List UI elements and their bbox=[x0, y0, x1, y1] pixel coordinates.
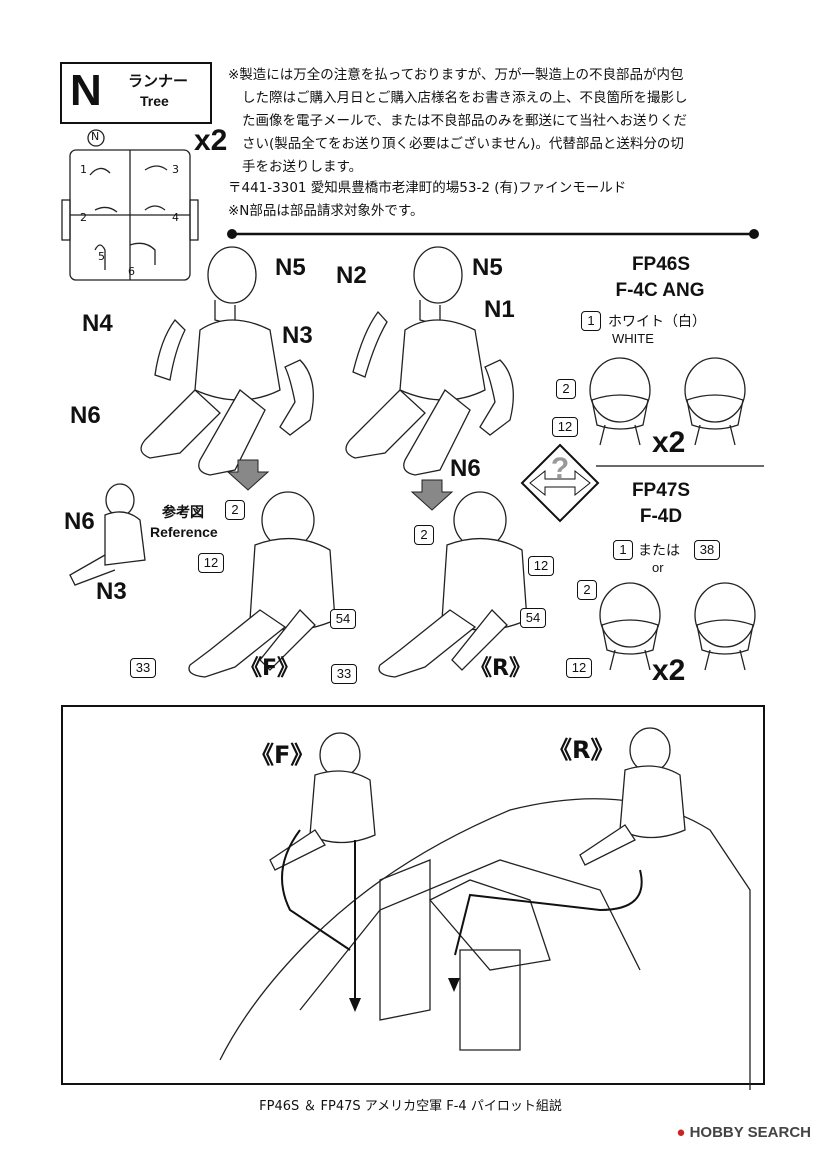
cockpit-rear-tag: 《R》 bbox=[548, 736, 615, 764]
fp46s-color-jp: ホワイト（白） bbox=[608, 314, 706, 330]
rear-part-54: 54 bbox=[520, 608, 546, 628]
sprue-part-2: 2 bbox=[80, 211, 87, 224]
defect-notice: ※製造には万全の注意を払っておりますが、万が一製造上の不良部品が内包 した際はご… bbox=[228, 64, 758, 179]
runner-sprue-drawing bbox=[61, 129, 199, 281]
fp46s-part-1: 1 bbox=[581, 311, 601, 331]
company-address: 〒441-3301 愛知県豊橋市老津町的場53-2 (有)ファインモールド bbox=[228, 180, 627, 196]
cockpit-drawing bbox=[219, 727, 751, 1090]
reference-figure bbox=[69, 483, 146, 586]
helmet-fp47s-left bbox=[599, 582, 661, 671]
sprue-part-5: 5 bbox=[98, 250, 105, 263]
fp46s-model: F-4C ANG bbox=[615, 280, 705, 301]
label-n5-middle: N5 bbox=[472, 254, 503, 281]
helmet-fp46s-left bbox=[589, 357, 651, 446]
sprue-part-3: 3 bbox=[172, 163, 179, 176]
down-arrow-left bbox=[226, 459, 270, 491]
question-diamond-icon: ? bbox=[520, 443, 600, 523]
label-n2-middle: N2 bbox=[336, 262, 367, 289]
fp46s-color-en: WHITE bbox=[612, 331, 654, 346]
watermark-logo: ● HOBBY SEARCH bbox=[676, 1124, 811, 1141]
fp47s-part-1: 1 bbox=[613, 540, 633, 560]
reference-title-en: Reference bbox=[150, 524, 218, 540]
fp47s-part-2: 2 bbox=[577, 580, 597, 600]
label-n1-middle: N1 bbox=[484, 296, 515, 323]
cockpit-front-tag: 《F》 bbox=[250, 741, 315, 769]
down-arrow-middle bbox=[410, 479, 454, 511]
sprue-part-1: 1 bbox=[80, 163, 87, 176]
runner-label-jp: ランナー bbox=[128, 72, 189, 90]
fp47s-code: FP47S bbox=[631, 480, 691, 501]
assembled-pilot-front bbox=[188, 491, 336, 678]
assembled-pilot-rear bbox=[378, 491, 528, 678]
sprue-part-4: 4 bbox=[172, 211, 179, 224]
runner-label-en: Tree bbox=[140, 93, 169, 109]
label-n4-left: N4 bbox=[82, 310, 113, 337]
label-n6-middle: N6 bbox=[450, 455, 481, 482]
pilot-figure-middle bbox=[345, 246, 514, 476]
rear-part-12: 12 bbox=[528, 556, 554, 576]
label-n5-left: N5 bbox=[275, 254, 306, 281]
rear-part-33: 33 bbox=[331, 664, 357, 684]
notice-line: た画像を電子メールで、または不良部品のみを郵送にて当社へお送りくだ bbox=[242, 113, 687, 129]
fp47s-qty: x2 bbox=[652, 654, 686, 687]
front-part-2: 2 bbox=[225, 500, 245, 520]
front-part-54: 54 bbox=[330, 609, 356, 629]
notice-line: ※製造には万全の注意を払っておりますが、万が一製造上の不良部品が内包 bbox=[228, 67, 684, 83]
pilot-figure-left bbox=[140, 246, 314, 476]
svg-text:?: ? bbox=[551, 452, 569, 485]
label-n6-reference: N6 bbox=[64, 508, 95, 535]
cockpit-frame bbox=[61, 705, 765, 1085]
runner-label-box bbox=[60, 62, 212, 124]
fp46s-part-12: 12 bbox=[552, 417, 578, 437]
watermark-brand: HOBBY SEARCH bbox=[689, 1124, 811, 1141]
fp46s-code: FP46S bbox=[631, 254, 691, 275]
helmet-fp46s-right bbox=[684, 357, 746, 446]
fp46s-part-2: 2 bbox=[556, 379, 576, 399]
label-n3-reference: N3 bbox=[96, 578, 127, 605]
rear-part-2: 2 bbox=[414, 525, 434, 545]
fp46s-qty: x2 bbox=[652, 426, 686, 459]
front-tag: 《F》 bbox=[240, 656, 300, 681]
fp47s-or-jp: または bbox=[638, 543, 680, 559]
front-part-12: 12 bbox=[198, 553, 224, 573]
fp47s-or-en: or bbox=[652, 560, 664, 575]
notice-line: さい(製品全てをお送り頂く必要はございません)。代替部品と送料分の切 bbox=[242, 136, 684, 152]
rear-tag: 《R》 bbox=[470, 656, 531, 681]
fp47s-part-12: 12 bbox=[566, 658, 592, 678]
front-part-33: 33 bbox=[130, 658, 156, 678]
page-caption: FP46S ＆ FP47S アメリカ空軍 F-4 パイロット組説 bbox=[259, 1099, 562, 1114]
runner-qty: x2 bbox=[194, 124, 228, 157]
notice-line: した際はご購入月日とご購入店様名をお書き添えの上、不良箇所を撮影し bbox=[242, 90, 688, 106]
fp47s-part-38: 38 bbox=[694, 540, 720, 560]
runner-letter: N bbox=[70, 66, 102, 115]
fp47s-model: F-4D bbox=[639, 506, 683, 527]
sprue-part-6: 6 bbox=[128, 265, 135, 278]
notice-line: 手をお送りします。 bbox=[242, 159, 363, 175]
label-n3-left: N3 bbox=[282, 322, 313, 349]
helmet-fp47s-right bbox=[694, 582, 756, 671]
reference-title-jp: 参考図 bbox=[162, 505, 204, 521]
runner-circle-letter: N bbox=[91, 130, 100, 143]
label-n6-left: N6 bbox=[70, 402, 101, 429]
n-parts-note: ※N部品は部品請求対象外です。 bbox=[228, 203, 424, 219]
